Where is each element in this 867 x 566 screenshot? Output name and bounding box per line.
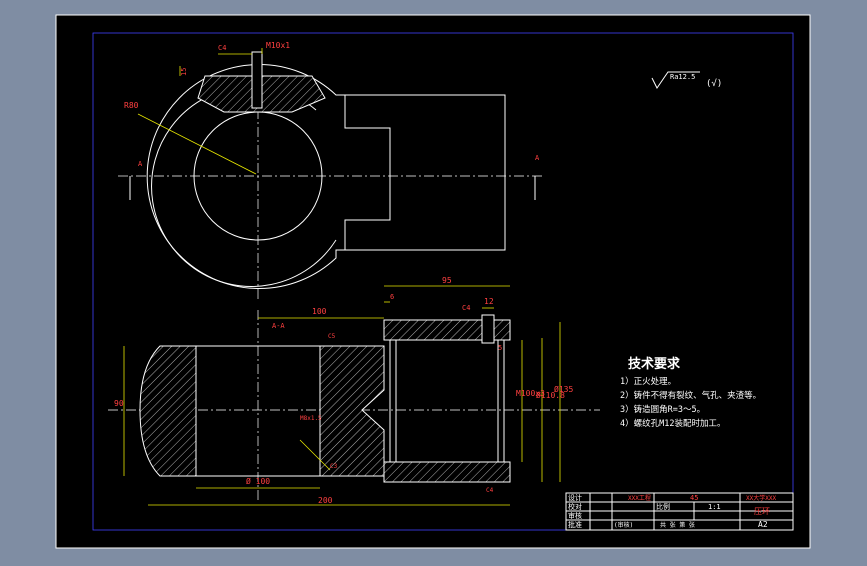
section-bore	[195, 345, 321, 477]
dim-c4-right: C4	[462, 304, 470, 312]
dim-90: 90	[114, 399, 124, 408]
section-title-aa: A-A	[272, 322, 285, 330]
tb-scale-value: 1:1	[708, 503, 721, 511]
dim-r80: R80	[124, 101, 139, 110]
dim-small-2: C3	[330, 463, 338, 470]
dim-95: 95	[442, 276, 452, 285]
dim-6: 6	[390, 293, 394, 301]
section-view: A-A 100 95 6 C4 12 5 90 M8x1.5 M100x3 Ø1…	[108, 276, 600, 506]
tb-scale-label: 比例	[656, 502, 670, 511]
roughness-check-icon	[651, 71, 700, 89]
section-left-wall	[139, 345, 197, 477]
section-top-flange	[383, 319, 511, 341]
tb-sheet-info: 共 张 第 张	[660, 521, 695, 529]
angle-leader	[299, 439, 331, 471]
title-block: 设计 校对 审核 批准 XXX工程 45 XX大学XXX 比例 1:1 压环 共…	[565, 492, 794, 531]
dim-small-3: C4	[486, 487, 494, 494]
section-middle-wall	[319, 345, 385, 477]
dim-c4-top: C4	[218, 44, 226, 52]
section-bottom-flange	[383, 461, 511, 483]
technical-requirements: 技术要求 1）正火处理。 2）铸件不得有裂纹、气孔、夹渣等。 3）铸造圆角R=3…	[620, 356, 761, 429]
tb-row-check: 校对	[568, 502, 582, 511]
dim-angle: M8x1.5	[300, 415, 322, 422]
surface-finish-symbol: Ra12.5 (√)	[651, 71, 722, 89]
surface-roughness-value: Ra12.5	[670, 73, 695, 81]
dim-100: 100	[312, 307, 327, 316]
top-radius-leader	[137, 113, 257, 175]
dim-15: 15	[180, 68, 188, 76]
note-item: 1）正火处理。	[620, 376, 676, 387]
dim-dia110: Ø110.8	[536, 390, 565, 400]
dim-dia135: Ø135	[554, 384, 573, 394]
surface-finish-paren: (√)	[706, 78, 722, 89]
dim-thread-top: M10x1	[266, 41, 290, 50]
note-item: 2）铸件不得有裂纹、气孔、夹渣等。	[620, 390, 761, 401]
section-radial-hole	[481, 314, 495, 344]
dim-200: 200	[318, 496, 333, 505]
tb-sheet-size: A2	[758, 520, 768, 529]
tb-row-approve: 批准	[568, 520, 582, 529]
top-thread-hole	[251, 51, 263, 109]
section-label-a-left: A	[138, 160, 143, 168]
dim-dia100: Ø 100	[246, 476, 270, 486]
top-arm-step	[344, 95, 391, 250]
note-item: 4）螺纹孔M12装配时加工。	[620, 418, 725, 429]
tb-company: XX大学XXX	[746, 494, 776, 502]
dim-m100x3: M100x3	[516, 389, 545, 398]
section-label-a-right: A	[535, 154, 540, 162]
tb-approval: (审核)	[614, 521, 633, 529]
drawing-frame	[92, 32, 794, 531]
note-item: 3）铸造圆角R=3～5。	[620, 404, 705, 415]
tb-designer: XXX工程	[628, 494, 651, 502]
section-thread-bore	[389, 339, 505, 463]
dim-12: 12	[484, 297, 494, 306]
dim-small-1: C5	[328, 333, 336, 340]
tb-row-design: 设计	[568, 493, 582, 502]
tb-part-name: 压环	[754, 507, 770, 516]
tb-row-review: 审核	[568, 511, 582, 520]
top-view: C4 M10x1 15 R80 A A	[118, 41, 545, 300]
notes-title: 技术要求	[628, 356, 681, 372]
tb-material: 45	[690, 494, 698, 502]
dim-5: 5	[498, 344, 502, 352]
